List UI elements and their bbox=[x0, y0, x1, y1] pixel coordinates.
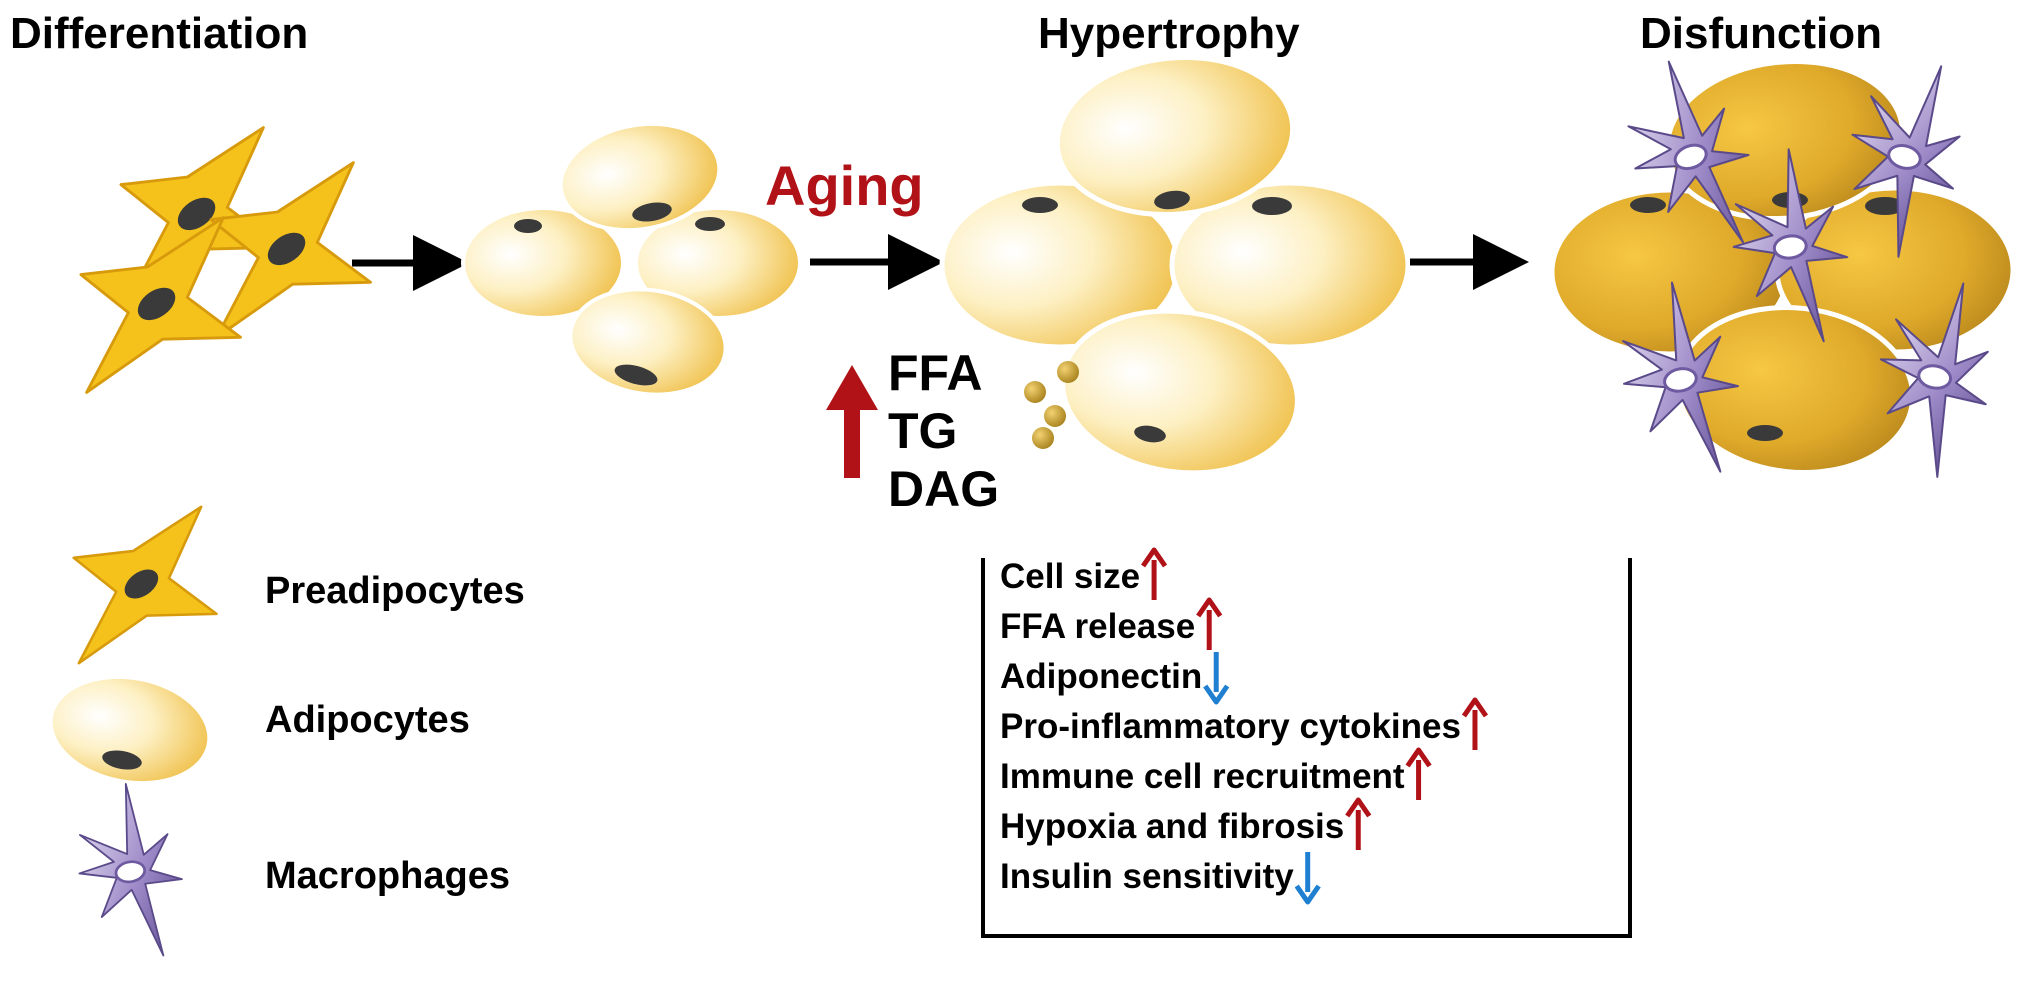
legend-label-preadipocytes: Preadipocytes bbox=[265, 570, 525, 612]
effect-label: Hypoxia and fibrosis bbox=[1000, 807, 1344, 846]
increase-arrow-icon bbox=[1196, 597, 1223, 650]
legend-label-adipocytes: Adipocytes bbox=[265, 699, 470, 741]
molecule-label: TG bbox=[888, 403, 957, 459]
adipocyte-cell bbox=[461, 206, 625, 320]
adipocyte-cluster-small bbox=[461, 121, 802, 397]
adipocyte-cell bbox=[1169, 180, 1411, 350]
stage-title-dysfunction: Disfunction bbox=[1640, 9, 1882, 58]
molecule-label: DAG bbox=[888, 461, 999, 517]
decrease-arrow-icon bbox=[1203, 652, 1230, 705]
decrease-arrow-icon bbox=[1294, 852, 1321, 905]
adipocyte-cell bbox=[558, 121, 722, 233]
legend: Preadipocytes Adipocytes Macrophages bbox=[48, 505, 525, 969]
adipocyte-cell bbox=[1054, 54, 1296, 218]
preadipocyte-cluster bbox=[79, 126, 372, 394]
adipocyte-cluster-hypertrophic bbox=[939, 54, 1411, 476]
aging-label: Aging bbox=[765, 154, 924, 217]
increase-arrow-large bbox=[826, 365, 878, 478]
stage-title-hypertrophy: Hypertrophy bbox=[1038, 9, 1300, 58]
effect-label: Insulin sensitivity bbox=[1000, 857, 1294, 896]
effect-label: Adiponectin bbox=[1000, 657, 1202, 696]
increase-arrow-icon bbox=[1141, 547, 1168, 600]
adipocyte-cell-dysfunctional bbox=[1549, 187, 1791, 357]
adipocyte-cluster-dysfunctional bbox=[1549, 45, 2016, 489]
increase-arrow-icon bbox=[1461, 697, 1489, 750]
adipocyte-cell bbox=[568, 287, 728, 397]
lipid-droplets bbox=[1024, 361, 1079, 449]
effect-label: Pro-inflammatory cytokines bbox=[1000, 707, 1461, 746]
legend-preadipocyte-icon bbox=[72, 505, 218, 665]
stage-title-differentiation: Differentiation bbox=[10, 9, 308, 58]
effect-label: Immune cell recruitment bbox=[1000, 757, 1405, 796]
increase-arrow-icon bbox=[1405, 747, 1432, 800]
effect-label: FFA release bbox=[1000, 607, 1195, 646]
molecule-label: FFA bbox=[888, 345, 982, 401]
increase-arrow-icon bbox=[1345, 797, 1372, 850]
adipocyte-cell bbox=[634, 206, 802, 320]
legend-macrophage-icon bbox=[64, 775, 196, 969]
legend-label-macrophages: Macrophages bbox=[265, 855, 510, 897]
legend-adipocyte-icon bbox=[48, 674, 212, 786]
effect-label: Cell size bbox=[1000, 557, 1140, 596]
